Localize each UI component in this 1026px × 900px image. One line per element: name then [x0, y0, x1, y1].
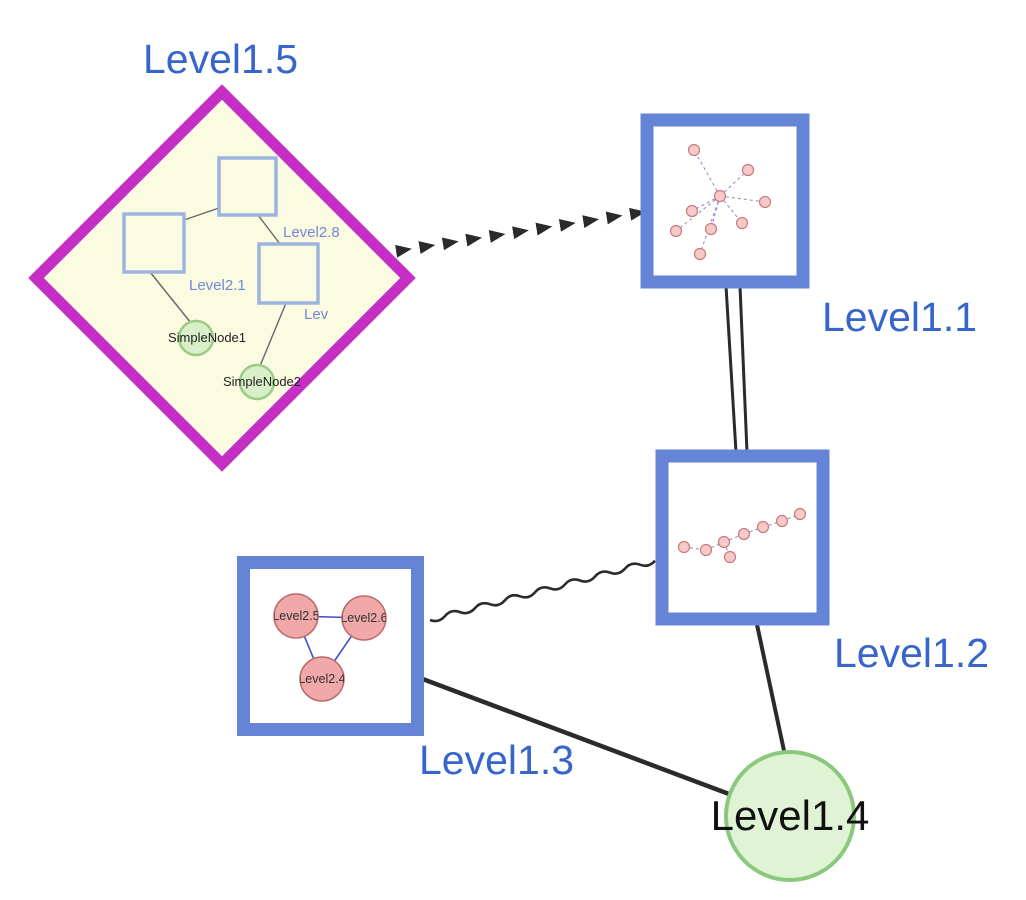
level15-inner-edge-3: [149, 271, 192, 324]
edge-level12-level14-solid[interactable]: [754, 619, 788, 761]
level15-inner-square-left[interactable]: [122, 212, 186, 274]
simple-node-2-circle[interactable]: [238, 363, 276, 401]
graph-node[interactable]: [699, 543, 713, 557]
group-node-level13[interactable]: Level2.5 Level2.6 Level2.4 Level1.3: [237, 556, 575, 784]
edge-level13-level14-solid[interactable]: [419, 675, 746, 803]
level15-inner-edge-1: [183, 207, 220, 221]
graph-node[interactable]: [704, 222, 718, 236]
inner-square-label-lev: Lev: [304, 306, 329, 323]
level12-mini-nodes[interactable]: [677, 507, 807, 564]
level15-label: Level1.5: [143, 36, 298, 82]
level15-inner-edge-2: [257, 214, 281, 245]
graph-node[interactable]: [677, 540, 691, 554]
graph-node[interactable]: [723, 550, 737, 564]
simple-node-1-circle[interactable]: [177, 319, 215, 357]
level25-node-label: Level2.5: [272, 609, 319, 623]
level15-inner-square-right[interactable]: [257, 242, 320, 305]
level26-node-circle[interactable]: [341, 595, 387, 641]
graph-node[interactable]: [737, 527, 751, 541]
level24-node-circle[interactable]: [299, 656, 345, 702]
graph-node[interactable]: [713, 189, 727, 203]
graph-node[interactable]: [687, 143, 701, 157]
simple-node-1-label: SimpleNode1: [168, 330, 246, 345]
level14-label: Level1.4: [711, 792, 870, 839]
level11-mini-nodes[interactable]: [669, 143, 772, 261]
level24-node-label: Level2.4: [298, 672, 345, 686]
level12-label: Level1.2: [834, 630, 989, 676]
simple-node-2-label: SimpleNode2: [223, 374, 301, 389]
graph-node[interactable]: [669, 224, 683, 238]
inner-square-label-level21: Level2.1: [189, 277, 246, 294]
graph-node[interactable]: [717, 535, 731, 549]
graph-node[interactable]: [735, 216, 749, 230]
group-node-level15[interactable]: Level2.8 Level2.1 Lev SimpleNode1 Simple…: [28, 36, 416, 472]
level25-node-circle[interactable]: [273, 593, 319, 639]
graph-node[interactable]: [693, 247, 707, 261]
graph-node[interactable]: [756, 520, 770, 534]
edge-level15-level11-dashed-arrows[interactable]: [395, 207, 646, 258]
level11-label: Level1.1: [822, 294, 977, 340]
level15-inner-square-top[interactable]: [217, 156, 278, 217]
group-node-level12[interactable]: Level1.2: [655, 449, 989, 676]
level26-node-label: Level2.6: [340, 611, 387, 625]
level15-diamond-shape[interactable]: [28, 84, 416, 472]
graph-node[interactable]: [685, 204, 699, 218]
level14-circle-shape[interactable]: [724, 750, 856, 882]
graph-node[interactable]: [775, 514, 789, 528]
level13-label: Level1.3: [419, 737, 574, 783]
level15-inner-edge-4: [259, 302, 287, 367]
inner-square-label-level28: Level2.8: [283, 224, 340, 241]
graph-node[interactable]: [758, 195, 772, 209]
group-node-level11[interactable]: Level1.1: [640, 113, 977, 340]
graph-node[interactable]: [741, 163, 755, 177]
graph-node[interactable]: [793, 507, 807, 521]
edge-level12-level13-wavy[interactable]: [429, 559, 656, 623]
group-node-level14[interactable]: Level1.4: [711, 750, 870, 882]
edge-level11-level12-double-line[interactable]: [724, 285, 749, 453]
level11-box-shape[interactable]: [640, 113, 810, 289]
level13-box-shape[interactable]: [237, 556, 424, 736]
